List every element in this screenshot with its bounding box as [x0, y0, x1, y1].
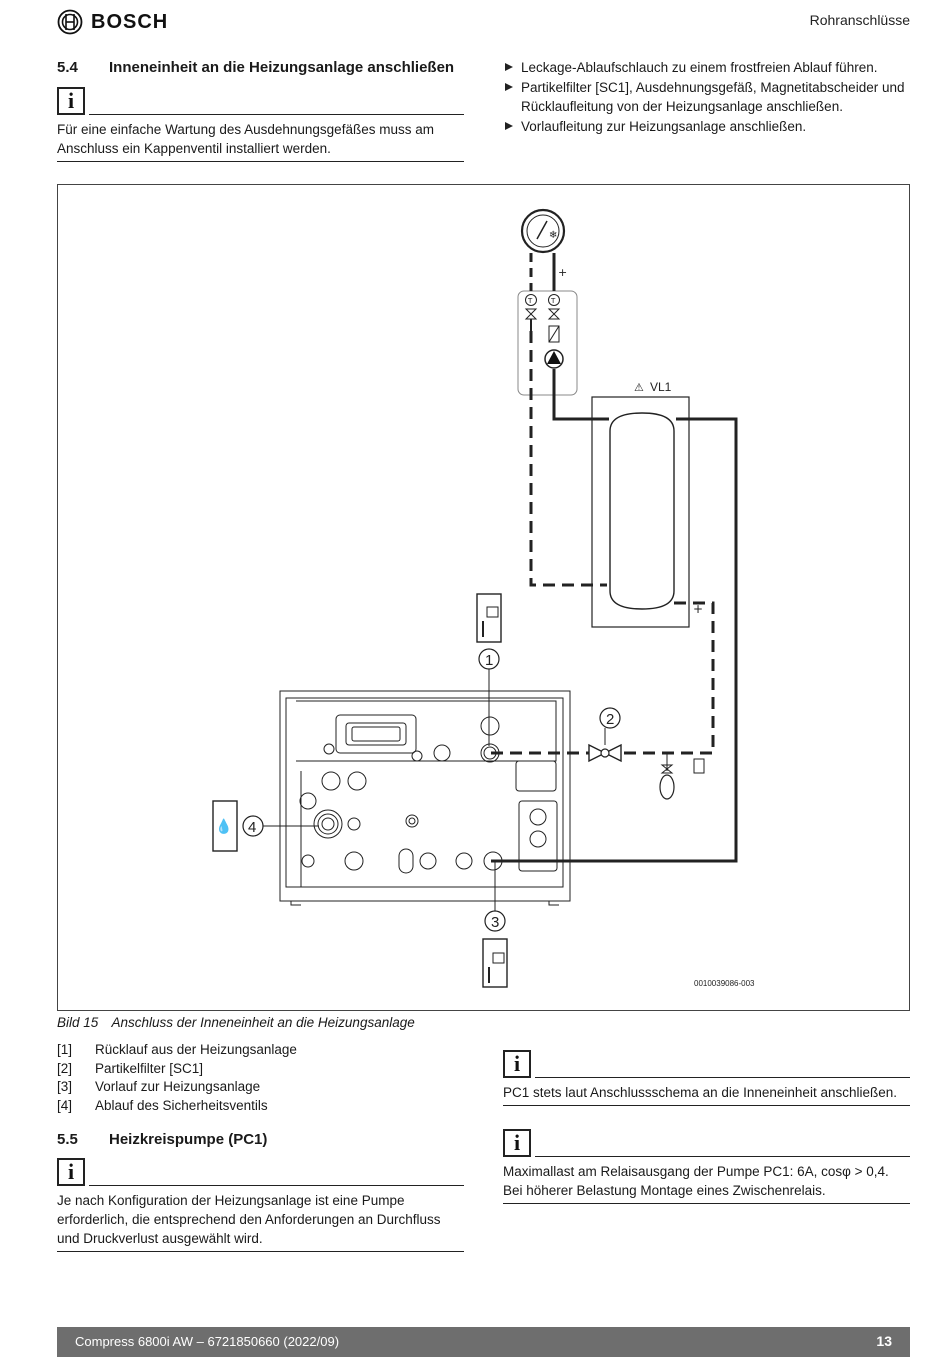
- footer-document-info: Compress 6800i AW – 6721850660 (2022/09): [75, 1334, 340, 1349]
- plus-label: +: [558, 266, 567, 279]
- marker-1: 1: [476, 593, 502, 746]
- section-5-4-title: Inneneinheit an die Heizungsanlage ansch…: [109, 59, 455, 76]
- brand-name: BOSCH: [91, 10, 169, 33]
- diagram-svg: ❄ + T T: [212, 208, 755, 988]
- figure-number: Bild 15: [57, 1015, 99, 1030]
- svg-text:❄: ❄: [549, 230, 557, 241]
- bosch-armature-icon: [57, 9, 83, 35]
- notice-text: Je nach Konfiguration der Heizungsanlage…: [57, 1186, 464, 1252]
- legend-item: [3]Vorlauf zur Heizungsanlage: [57, 1079, 261, 1094]
- bosch-logo: BOSCH: [57, 9, 168, 35]
- notice-text: Für eine einfache Wartung des Ausdehnung…: [57, 115, 464, 162]
- figure-caption-text: Anschluss der Inneneinheit an die Heizun…: [111, 1015, 415, 1030]
- instruction-step: Partikelfilter [SC1], Ausdehnungsgefäß, …: [503, 78, 913, 117]
- svg-text:4: 4: [248, 819, 256, 836]
- info-icon: i: [503, 1129, 531, 1157]
- notice-box-pc1-connection: i PC1 stets laut Anschlussschema an die …: [503, 1050, 910, 1106]
- figure-legend: [1]Rücklauf aus der Heizungsanlage [2]Pa…: [57, 1041, 297, 1115]
- notice-text: PC1 stets laut Anschlussschema an die In…: [503, 1078, 910, 1106]
- instruction-list: Leckage-Ablaufschlauch zu einem frostfre…: [503, 58, 913, 136]
- marker-2: 2: [599, 707, 621, 745]
- notice-rule: [535, 1156, 910, 1157]
- notice-rule: [89, 114, 464, 115]
- sensor-t-label: T: [527, 297, 533, 305]
- notice-box-5-4: i Für eine einfache Wartung des Ausdehnu…: [57, 87, 464, 162]
- page-number: 13: [876, 1333, 892, 1349]
- legend-item: [4]Ablauf des Sicherheitsventils: [57, 1097, 268, 1113]
- notice-text: Maximallast am Relaisausgang der Pumpe P…: [503, 1157, 910, 1204]
- notice-rule: [535, 1077, 910, 1078]
- figure-caption: Bild 15 Anschluss der Inneneinheit an di…: [57, 1015, 415, 1030]
- notice-rule: [89, 1185, 464, 1186]
- svg-text:+: +: [693, 602, 703, 616]
- header-section-title: Rohranschlüsse: [809, 12, 910, 28]
- sensor-t-label: T: [550, 297, 556, 305]
- section-5-5-number: 5.5: [57, 1131, 78, 1148]
- section-5-5-title: Heizkreispumpe (PC1): [109, 1131, 268, 1148]
- vl1-label: VL1: [650, 380, 672, 394]
- notice-box-pc1-relay: i Maximallast am Relaisausgang der Pumpe…: [503, 1129, 910, 1204]
- indoor-unit-drawing: [279, 690, 571, 906]
- connection-diagram: ❄ + T T: [57, 184, 910, 1011]
- svg-text:💧: 💧: [215, 818, 232, 835]
- figure-code: 0010039086-003: [694, 979, 755, 988]
- marker-3: 3: [482, 861, 508, 988]
- legend-item: [2]Partikelfilter [SC1]: [57, 1060, 204, 1076]
- instruction-step: Vorlaufleitung zur Heizungsanlage anschl…: [503, 117, 913, 137]
- svg-text:1: 1: [485, 652, 493, 669]
- info-icon: i: [57, 1158, 85, 1186]
- info-icon: i: [57, 87, 85, 115]
- svg-text:2: 2: [606, 711, 614, 728]
- svg-text:⚠: ⚠: [634, 381, 644, 394]
- svg-text:3: 3: [491, 914, 499, 931]
- notice-box-5-5: i Je nach Konfiguration der Heizungsanla…: [57, 1158, 464, 1252]
- page-footer: Compress 6800i AW – 6721850660 (2022/09)…: [57, 1327, 910, 1357]
- room-controller-icon: ❄: [520, 208, 566, 254]
- section-5-4-number: 5.4: [57, 59, 78, 76]
- info-icon: i: [503, 1050, 531, 1078]
- legend-item: [1]Rücklauf aus der Heizungsanlage: [57, 1042, 297, 1057]
- instruction-step: Leckage-Ablaufschlauch zu einem frostfre…: [503, 58, 913, 78]
- marker-4: 💧 4: [212, 800, 319, 852]
